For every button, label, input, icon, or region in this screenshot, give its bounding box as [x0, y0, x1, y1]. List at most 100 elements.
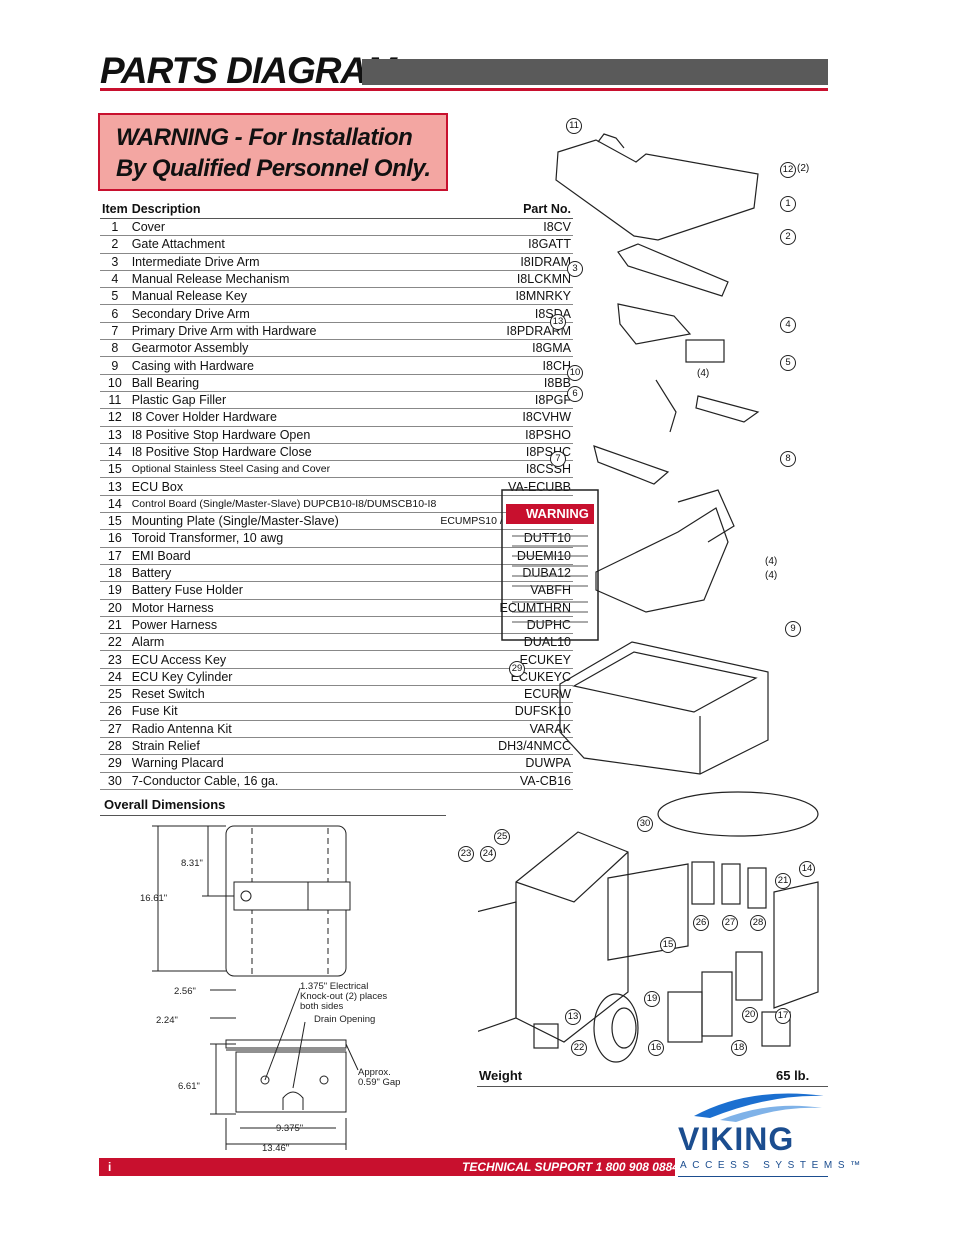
- item-description: 7-Conductor Cable, 16 ga.: [129, 772, 439, 790]
- item-part-number: DUAL10: [438, 633, 574, 652]
- item-number: 3: [100, 253, 130, 271]
- item-number: 21: [100, 616, 130, 635]
- callout-14: 14: [799, 861, 815, 877]
- callout-22: 22: [571, 1040, 587, 1056]
- header-part-no: Part No.: [438, 200, 574, 219]
- item-description: Primary Drive Arm with Hardware: [129, 322, 439, 341]
- page-number: i: [108, 1160, 112, 1174]
- item-number: 30: [100, 772, 130, 790]
- item-number: 13: [100, 477, 130, 496]
- qty-4-label-a: (4): [697, 368, 710, 379]
- item-part-number: I8CVHW: [438, 408, 574, 427]
- callout-12: 12: [780, 162, 796, 178]
- item-description: ECU Box: [129, 477, 439, 496]
- callout-30: 30: [637, 816, 653, 832]
- item-description: Radio Antenna Kit: [129, 720, 439, 738]
- qty-2-label: (2): [797, 163, 810, 174]
- item-part-number: DUFSK10: [438, 702, 574, 721]
- item-description: Secondary Drive Arm: [129, 304, 439, 323]
- item-description: Gate Attachment: [129, 235, 439, 254]
- item-description: Fuse Kit: [129, 702, 439, 721]
- item-part-number: I8MNRKY: [438, 287, 574, 306]
- item-description: Power Harness: [129, 616, 439, 635]
- logo-wordmark: VIKING: [678, 1121, 795, 1157]
- header-description: Description: [129, 200, 439, 219]
- weight-rule: [477, 1086, 828, 1087]
- item-part-number: I8CV: [438, 218, 574, 237]
- dim-2-56: 2.56": [174, 986, 196, 997]
- item-description: Plastic Gap Filler: [129, 391, 439, 410]
- callout-29: 29: [509, 661, 525, 677]
- warning-box: WARNING - For Installation By Qualified …: [98, 113, 448, 191]
- dim-6-61: 6.61": [178, 1081, 200, 1092]
- item-description: Casing with Hardware: [129, 356, 439, 375]
- item-description: ECU Access Key: [129, 650, 439, 669]
- callout-13: 13: [550, 314, 566, 330]
- item-description: Strain Relief: [129, 737, 439, 756]
- item-description: Intermediate Drive Arm: [129, 253, 439, 271]
- item-number: 15: [100, 512, 130, 531]
- item-description: Toroid Transformer, 10 awg: [129, 529, 439, 548]
- callout-1: 1: [780, 196, 796, 212]
- item-description: Alarm: [129, 633, 439, 652]
- table-header-row: Item Description Part No.: [100, 200, 574, 219]
- item-description: I8 Positive Stop Hardware Open: [129, 426, 439, 444]
- callout-5: 5: [780, 355, 796, 371]
- item-part-number: DUTT10: [438, 529, 574, 548]
- item-description: Mounting Plate (Single/Master-Slave): [129, 512, 439, 531]
- item-number: 19: [100, 581, 130, 600]
- callout-4: 4: [780, 317, 796, 333]
- item-part-number: DUPHC: [438, 616, 574, 635]
- item-part-number: DH3/4NMCC: [438, 737, 574, 756]
- callout-8: 8: [780, 451, 796, 467]
- item-number: 4: [100, 270, 130, 289]
- page-title: PARTS DIAGRAM: [100, 50, 397, 91]
- item-number: 6: [100, 304, 130, 323]
- item-number: 5: [100, 287, 130, 306]
- placard-text: WARNING: [526, 506, 589, 521]
- item-number: 10: [100, 374, 130, 392]
- item-number: 24: [100, 668, 130, 687]
- callout-20: 20: [742, 1007, 758, 1023]
- item-number: 8: [100, 339, 130, 358]
- callout-10: 10: [567, 365, 583, 381]
- dim-8-31: 8.31": [181, 858, 203, 869]
- item-part-number: ECURW: [438, 685, 574, 704]
- callout-17: 17: [775, 1008, 791, 1024]
- item-description: Warning Placard: [129, 754, 439, 773]
- logo-subtitle: ACCESS SYSTEMS™: [680, 1160, 866, 1171]
- item-part-number: ECUKEYC: [438, 668, 574, 687]
- drain-note: Drain Opening: [314, 1014, 376, 1025]
- callout-27: 27: [722, 915, 738, 931]
- knockout-note: 1.375" Electrical Knock-out (2) places b…: [300, 981, 388, 1012]
- title-bar: [362, 59, 828, 85]
- title-rule: [100, 88, 828, 91]
- item-number: 20: [100, 599, 130, 617]
- weight-value: 65 lb.: [776, 1068, 810, 1083]
- callout-3: 3: [567, 261, 583, 277]
- qty-4-label-b: (4): [765, 556, 778, 567]
- footer-bar: [99, 1158, 675, 1176]
- dim-2-24: 2.24": [156, 1015, 178, 1026]
- item-number: 7: [100, 322, 130, 341]
- item-part-number: I8GATT: [438, 235, 574, 254]
- header-item: Item: [100, 200, 130, 219]
- item-number: 23: [100, 650, 130, 669]
